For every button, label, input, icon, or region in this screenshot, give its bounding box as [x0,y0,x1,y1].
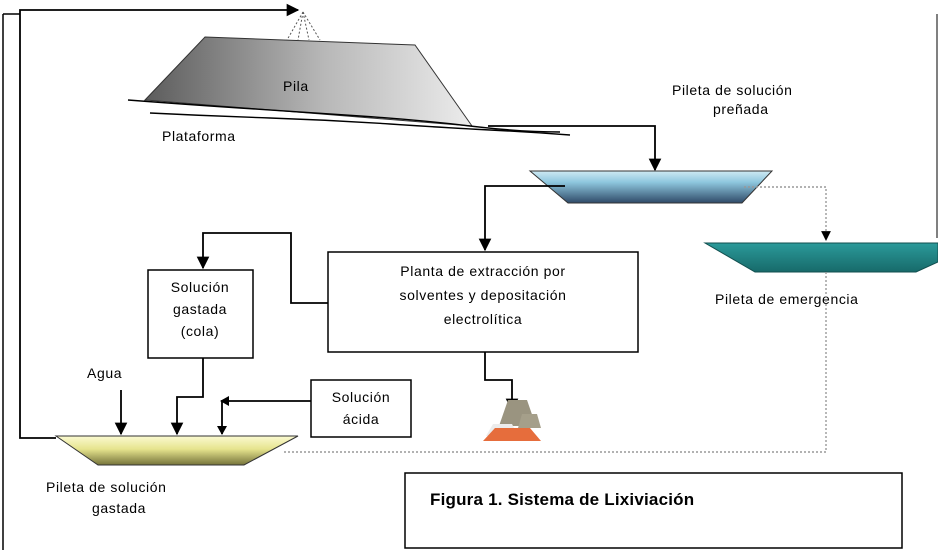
figure-caption: Figura 1. Sistema de Lixiviación [430,490,694,509]
spent-pond-label-line2: gastada [92,500,146,516]
emergency-pond-label: Pileta de emergencia [715,291,859,307]
flow-to-plant [478,185,565,252]
pregnant-pond-label-line2: preñada [713,101,769,117]
overflow-to-emergency-pond [744,186,831,241]
plant-label-line1: Planta de extracción por [400,263,565,279]
spent-solution-label-line2: gastada [173,301,227,317]
spent-pond-label-line1: Pileta de solución [46,479,167,495]
emergency-return-line [282,272,827,453]
platform-base [127,99,571,136]
copper-cathode-icon [483,400,541,441]
platform-label: Plataforma [162,128,236,144]
plant-label-line3: electrolítica [444,311,523,327]
flow-to-pregnant-pond [488,125,662,172]
figure-caption-box [404,472,903,549]
spent-solution-label-line1: Solución [171,279,230,295]
recirculation-line [19,3,300,439]
water-label: Agua [87,365,122,381]
spent-solution-label-line3: (cola) [181,323,220,339]
acid-arrowhead-down [217,426,227,435]
flow-acid-to-pond [221,400,311,434]
pregnant-solution-pond [528,170,774,204]
acid-solution-label-line1: Solución [332,389,391,405]
pile-label: Pila [283,78,309,94]
flow-spent-box-to-pond [170,358,204,436]
spent-solution-pond [54,435,299,466]
extraction-plant-box [327,251,639,353]
plant-label-line2: solventes y depositación [400,287,567,303]
spent-solution-box [147,269,254,359]
pregnant-pond-label-line1: Pileta de solución [672,82,793,98]
emergency-pond [703,242,938,273]
sprinkler-icon [286,11,321,41]
acid-arrowhead-left [220,396,229,406]
flow-plant-to-cathode [484,352,519,412]
flow-plant-to-spent-solution [196,232,328,304]
acid-solution-box [310,379,412,438]
acid-solution-label-line2: ácida [343,411,379,427]
